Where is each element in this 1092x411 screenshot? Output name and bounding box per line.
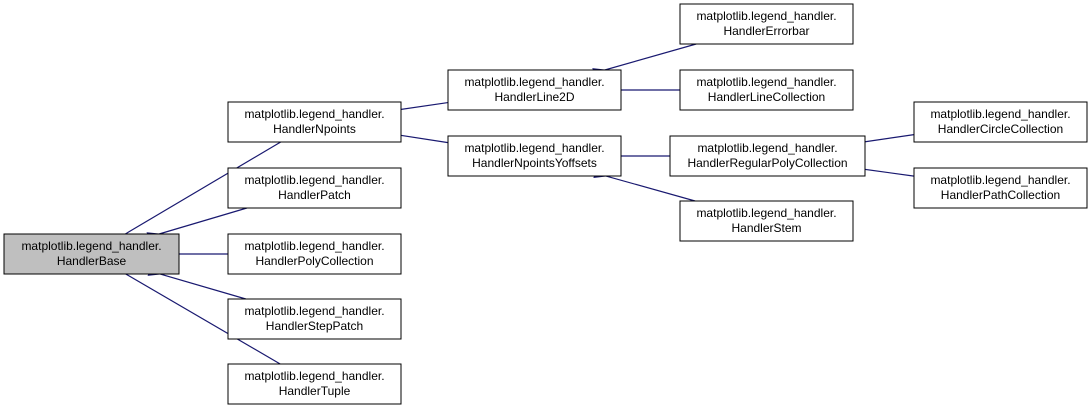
node-class-label: HandlerNpointsYoffsets <box>472 156 597 170</box>
edge-line <box>148 207 248 238</box>
node-box <box>447 135 622 177</box>
class-node-handler-tuple[interactable]: matplotlib.legend_handler.HandlerTuple <box>227 363 402 405</box>
node-box <box>3 233 180 275</box>
node-class-label: HandlerBase <box>57 254 127 268</box>
edge-line <box>595 172 696 202</box>
node-class-label: HandlerTuple <box>279 384 351 398</box>
class-node-handler-path-collection[interactable]: matplotlib.legend_handler.HandlerPathCol… <box>913 167 1088 209</box>
node-module-label: matplotlib.legend_handler. <box>244 173 384 187</box>
class-node-handler-circle-collection[interactable]: matplotlib.legend_handler.HandlerCircleC… <box>913 101 1088 143</box>
node-module-label: matplotlib.legend_handler. <box>244 107 384 121</box>
class-node-handler-regular-poly-collection[interactable]: matplotlib.legend_handler.HandlerRegular… <box>669 135 866 177</box>
node-box <box>913 101 1088 143</box>
edge-line <box>115 141 282 241</box>
node-box <box>669 135 866 177</box>
class-node-handler-poly-collection[interactable]: matplotlib.legend_handler.HandlerPolyCol… <box>227 233 402 275</box>
node-class-label: HandlerRegularPolyCollection <box>687 156 847 170</box>
node-class-label: HandlerPolyCollection <box>255 254 373 268</box>
node-box <box>227 101 402 143</box>
node-module-label: matplotlib.legend_handler. <box>697 141 837 155</box>
class-node-handler-patch[interactable]: matplotlib.legend_handler.HandlerPatch <box>227 167 402 209</box>
node-module-label: matplotlib.legend_handler. <box>464 75 604 89</box>
node-class-label: HandlerPatch <box>278 188 351 202</box>
class-node-handler-step-patch[interactable]: matplotlib.legend_handler.HandlerStepPat… <box>227 298 402 340</box>
node-class-label: HandlerStepPatch <box>266 319 363 333</box>
node-box <box>227 363 402 405</box>
node-module-label: matplotlib.legend_handler. <box>244 369 384 383</box>
node-class-label: HandlerNpoints <box>273 122 356 136</box>
node-module-label: matplotlib.legend_handler. <box>21 239 161 253</box>
edge-line <box>594 43 697 74</box>
node-box <box>227 298 402 340</box>
node-box <box>227 167 402 209</box>
node-class-label: HandlerCircleCollection <box>938 122 1063 136</box>
node-module-label: matplotlib.legend_handler. <box>696 9 836 23</box>
node-box <box>227 233 402 275</box>
node-class-label: HandlerErrorbar <box>723 24 809 38</box>
node-module-label: matplotlib.legend_handler. <box>696 206 836 220</box>
node-class-label: HandlerLineCollection <box>708 90 825 104</box>
node-box <box>679 69 854 111</box>
node-module-label: matplotlib.legend_handler. <box>244 239 384 253</box>
class-node-handler-stem[interactable]: matplotlib.legend_handler.HandlerStem <box>679 200 854 242</box>
node-box <box>679 200 854 242</box>
node-module-label: matplotlib.legend_handler. <box>930 107 1070 121</box>
node-box <box>447 69 622 111</box>
edge-line <box>149 270 247 300</box>
node-module-label: matplotlib.legend_handler. <box>930 173 1070 187</box>
node-box <box>913 167 1088 209</box>
class-node-handler-base[interactable]: matplotlib.legend_handler.HandlerBase <box>3 233 180 275</box>
class-node-handler-npoints-yoffsets[interactable]: matplotlib.legend_handler.HandlerNpoints… <box>447 135 622 177</box>
class-node-handler-errorbar[interactable]: matplotlib.legend_handler.HandlerErrorba… <box>679 3 854 45</box>
edge-line <box>116 267 281 365</box>
node-module-label: matplotlib.legend_handler. <box>696 75 836 89</box>
node-box <box>679 3 854 45</box>
nodes-layer: matplotlib.legend_handler.HandlerBasemat… <box>3 3 1088 405</box>
node-module-label: matplotlib.legend_handler. <box>464 141 604 155</box>
node-class-label: HandlerPathCollection <box>941 188 1060 202</box>
class-node-handler-npoints[interactable]: matplotlib.legend_handler.HandlerNpoints <box>227 101 402 143</box>
class-node-handler-line2-d[interactable]: matplotlib.legend_handler.HandlerLine2D <box>447 69 622 111</box>
class-node-handler-line-collection[interactable]: matplotlib.legend_handler.HandlerLineCol… <box>679 69 854 111</box>
node-class-label: HandlerStem <box>731 221 801 235</box>
node-module-label: matplotlib.legend_handler. <box>244 304 384 318</box>
node-class-label: HandlerLine2D <box>494 90 574 104</box>
